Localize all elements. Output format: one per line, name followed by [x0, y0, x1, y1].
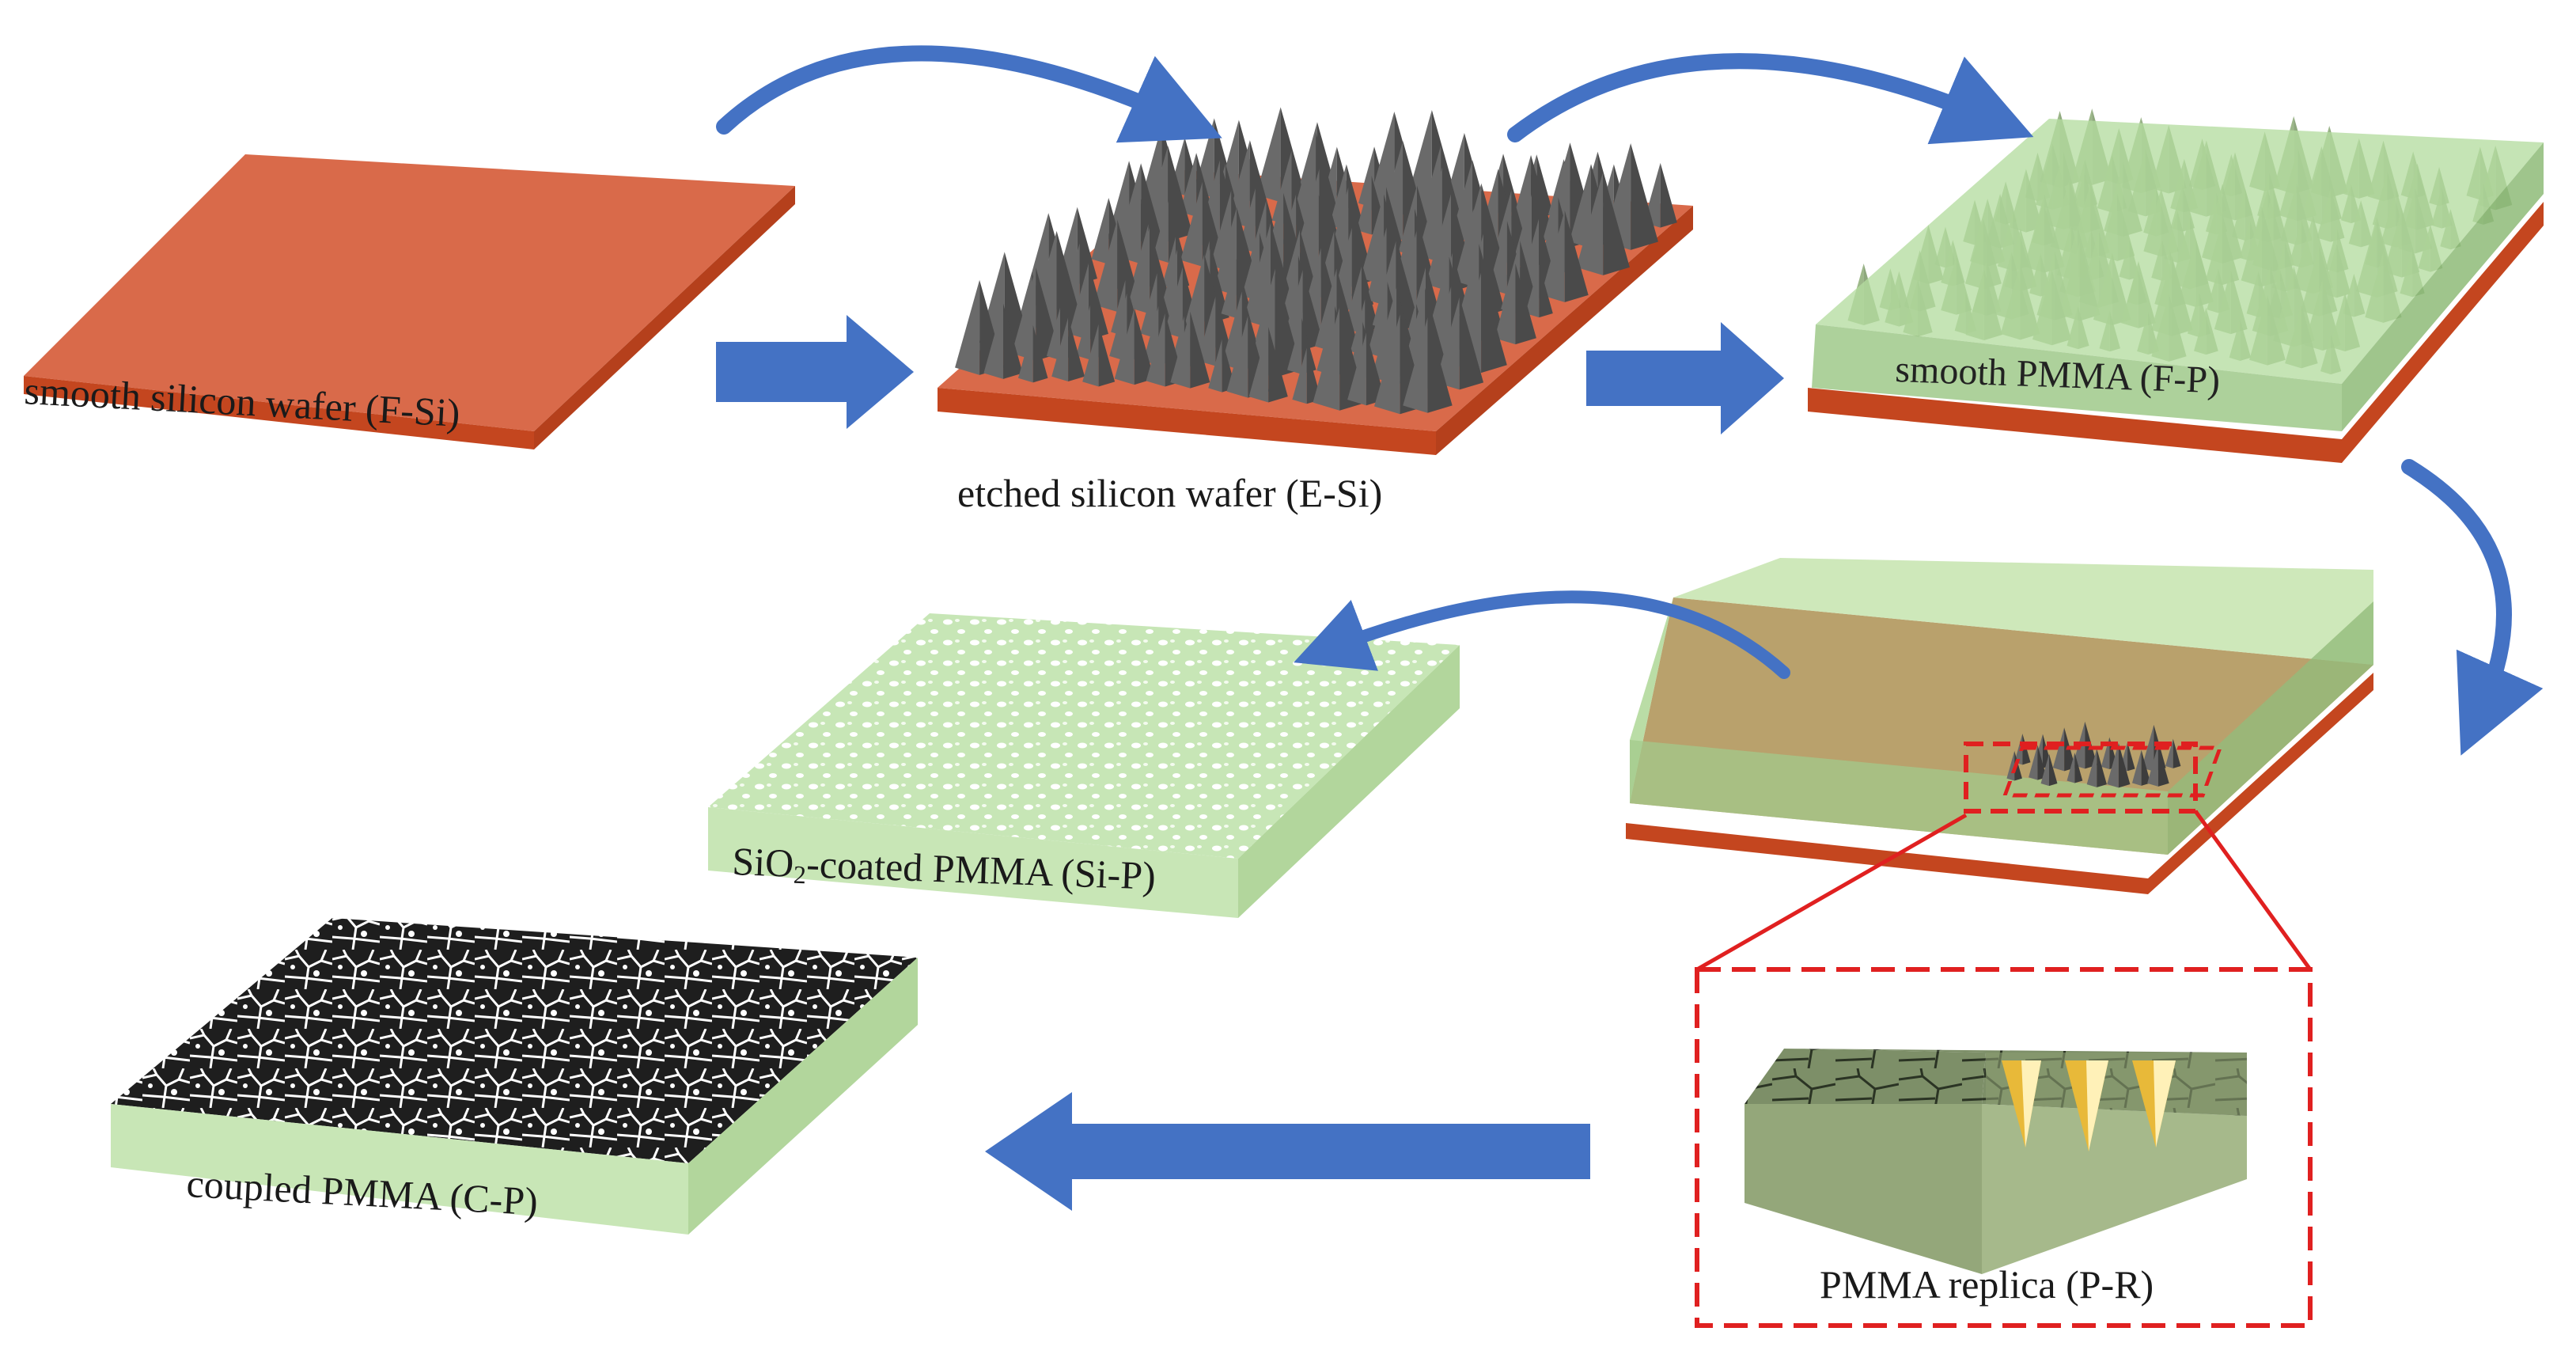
label-sio2-pmma: SiO2-coated PMMA (Si-P): [731, 839, 1156, 901]
smooth-pmma-on-wafer: [1808, 108, 2544, 463]
silicon-nanospikes: [955, 107, 1677, 415]
pmma-peeled-stack: [1626, 558, 2373, 894]
coupled-pmma: [111, 918, 918, 1235]
arrow-step-2: [1586, 322, 1784, 434]
label-pmma-replica: PMMA replica (P-R): [1820, 1262, 2154, 1307]
flat-silicon-wafer: [24, 154, 795, 450]
curved-arrow-4: [1294, 590, 1790, 679]
pmma-replica-detail: [1695, 967, 2313, 1328]
curved-arrow-3: [2401, 459, 2544, 756]
etched-silicon-wafer: [938, 107, 1693, 455]
arrow-step-1: [716, 315, 914, 429]
arrow-step-final: [985, 1092, 1590, 1211]
curved-arrow-1: [716, 45, 1222, 143]
zoom-highlight: [1695, 742, 2313, 972]
curved-arrow-2: [1507, 53, 2034, 145]
sio2-coated-pmma: [708, 613, 1460, 918]
label-etched-si: etched silicon wafer (E-Si): [957, 471, 1382, 515]
